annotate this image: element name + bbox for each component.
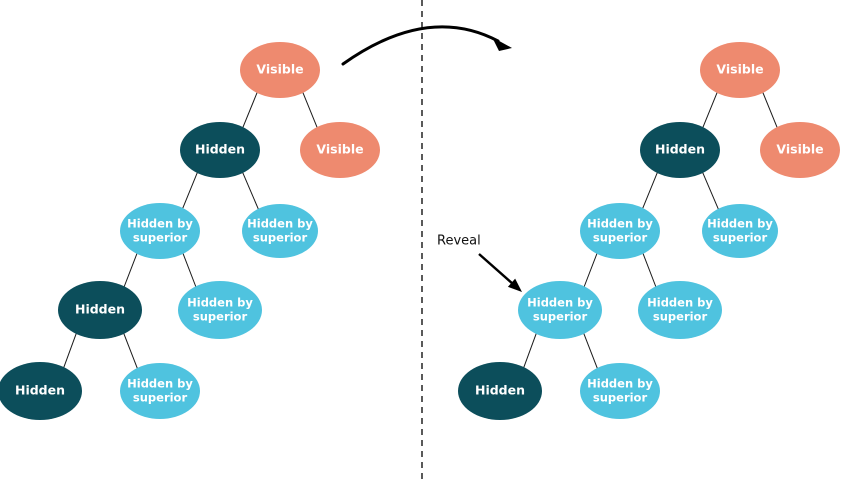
node-label: superior <box>133 391 188 405</box>
node-ellipse <box>580 203 660 259</box>
reveal-arrow-shaft <box>478 253 514 285</box>
reveal-label: Reveal <box>437 234 481 249</box>
node-label: Hidden by <box>707 217 773 231</box>
node-label: Hidden <box>195 142 245 157</box>
node-label: Hidden by <box>587 217 653 231</box>
node-label: superior <box>253 231 308 245</box>
node-label: Hidden <box>15 383 65 398</box>
tree-edge <box>122 331 139 371</box>
transform-arrow-arc <box>341 25 500 66</box>
tree-edge <box>62 331 78 370</box>
tree-edge <box>701 170 720 212</box>
node-ellipse <box>760 122 840 178</box>
tree-edge <box>582 251 599 289</box>
node-label: superior <box>133 231 188 245</box>
node-label: Visible <box>776 142 823 157</box>
node-label: superior <box>593 391 648 405</box>
tree-node-hidden[interactable]: Hidden <box>640 122 720 178</box>
node-label: Hidden by <box>647 296 713 310</box>
node-ellipse <box>638 281 722 339</box>
node-ellipse <box>700 42 780 98</box>
node-ellipse <box>702 204 778 258</box>
tree-edge <box>181 251 198 289</box>
node-label: Hidden <box>75 302 125 317</box>
node-label: Hidden by <box>127 217 193 231</box>
annotations-layer: Reveal <box>341 0 522 482</box>
tree-node-visible[interactable]: Visible <box>300 122 380 178</box>
node-ellipse <box>242 204 318 258</box>
node-label: superior <box>593 231 648 245</box>
reveal-arrow-head-icon <box>507 278 522 292</box>
node-label: Hidden by <box>187 296 253 310</box>
tree-edge <box>181 170 199 211</box>
tree-node-hidden[interactable]: Hidden <box>58 281 142 339</box>
tree-edge <box>761 90 779 130</box>
node-label: superior <box>653 310 708 324</box>
node-label: Hidden by <box>527 296 593 310</box>
tree-edge <box>701 90 719 130</box>
node-ellipse <box>180 122 260 178</box>
node-label: superior <box>533 310 588 324</box>
tree-node-visible[interactable]: Visible <box>700 42 780 98</box>
transform-arrow-head-icon <box>492 37 512 51</box>
tree-edge <box>522 331 538 370</box>
node-label: Hidden by <box>587 377 653 391</box>
tree-edge <box>241 170 260 212</box>
tree-edge <box>301 90 319 130</box>
node-ellipse <box>120 363 200 419</box>
node-label: Hidden <box>655 142 705 157</box>
node-ellipse <box>240 42 320 98</box>
node-ellipse <box>300 122 380 178</box>
node-ellipse <box>178 281 262 339</box>
tree-edge <box>641 251 658 289</box>
node-ellipse <box>518 281 602 339</box>
node-ellipse <box>458 362 542 420</box>
tree-edge <box>122 251 139 289</box>
tree-node-hidden[interactable]: Hidden <box>0 362 82 420</box>
node-label: Hidden by <box>247 217 313 231</box>
node-ellipse <box>0 362 82 420</box>
tree-edge <box>582 331 599 371</box>
node-ellipse <box>120 203 200 259</box>
node-ellipse <box>640 122 720 178</box>
node-label: Visible <box>716 62 763 77</box>
node-label: Visible <box>256 62 303 77</box>
node-label: superior <box>193 310 248 324</box>
node-ellipse <box>58 281 142 339</box>
node-label: Visible <box>316 142 363 157</box>
tree-node-hidden[interactable]: Hidden <box>458 362 542 420</box>
node-label: superior <box>713 231 768 245</box>
tree-edge <box>241 90 259 130</box>
node-label: Hidden <box>475 383 525 398</box>
tree-edge <box>641 170 659 211</box>
tree-node-hidden[interactable]: Hidden <box>180 122 260 178</box>
edges-layer <box>62 90 779 371</box>
tree-node-visible[interactable]: Visible <box>760 122 840 178</box>
node-label: Hidden by <box>127 377 193 391</box>
node-ellipse <box>580 363 660 419</box>
tree-node-visible[interactable]: Visible <box>240 42 320 98</box>
